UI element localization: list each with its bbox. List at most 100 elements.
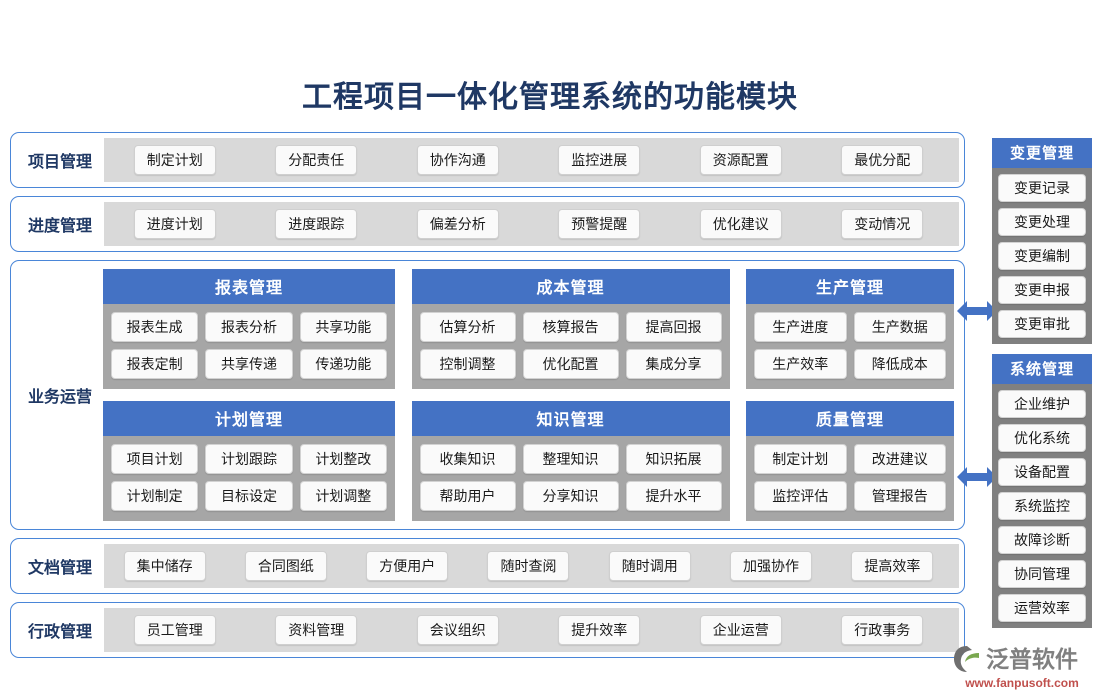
card-chip[interactable]: 估算分析	[419, 312, 516, 342]
card-chip[interactable]: 报表生成	[111, 312, 199, 342]
card-chip[interactable]: 知识拓展	[625, 444, 722, 474]
sidebar-card-title: 变更管理	[992, 138, 1092, 168]
chip[interactable]: 预警提醒	[558, 209, 641, 239]
chip[interactable]: 进度跟踪	[275, 209, 358, 239]
double-arrow-icon-bottom	[957, 464, 997, 490]
band-label: 行政管理	[16, 608, 104, 652]
card-body: 收集知识 整理知识 知识拓展 帮助用户 分享知识 提升水平	[412, 436, 730, 511]
card-chip[interactable]: 降低成本	[853, 349, 946, 379]
card-chip[interactable]: 计划跟踪	[205, 444, 293, 474]
chip[interactable]: 变动情况	[841, 209, 924, 239]
card-chip[interactable]: 报表分析	[205, 312, 293, 342]
card-row: 监控评估 管理报告	[754, 481, 946, 511]
sidebar-card-system-management: 系统管理 企业维护 优化系统 设备配置 系统监控 故障诊断 协同管理 运营效率	[992, 354, 1092, 628]
card-chip[interactable]: 共享功能	[299, 312, 387, 342]
chip[interactable]: 随时查阅	[487, 551, 570, 581]
logo-text: 泛普软件	[986, 645, 1078, 672]
chip[interactable]: 员工管理	[133, 615, 216, 645]
sidebar-item[interactable]: 系统监控	[998, 492, 1086, 520]
card-chip[interactable]: 报表定制	[111, 349, 199, 379]
card-title: 报表管理	[103, 269, 395, 304]
card-chip[interactable]: 计划制定	[111, 481, 199, 511]
sidebar-item[interactable]: 变更编制	[998, 242, 1086, 270]
sidebar-item[interactable]: 设备配置	[998, 458, 1086, 486]
card-row: 报表定制 共享传递 传递功能	[111, 349, 387, 379]
chip[interactable]: 分配责任	[275, 145, 358, 175]
card-production-management: 生产管理 生产进度 生产数据 生产效率 降低成本	[746, 269, 954, 389]
chip[interactable]: 集中储存	[123, 551, 206, 581]
sidebar-item[interactable]: 变更处理	[998, 208, 1086, 236]
chip[interactable]: 提高效率	[851, 551, 934, 581]
card-chip[interactable]: 提升水平	[625, 481, 722, 511]
sidebar-item[interactable]: 变更申报	[998, 276, 1086, 304]
sidebar: 变更管理 变更记录 变更处理 变更编制 变更申报 变更审批 系统管理 企业维护 …	[992, 138, 1092, 638]
chip[interactable]: 资料管理	[275, 615, 358, 645]
card-chip[interactable]: 提高回报	[625, 312, 722, 342]
card-body: 项目计划 计划跟踪 计划整改 计划制定 目标设定 计划调整	[103, 436, 395, 511]
card-chip[interactable]: 制定计划	[754, 444, 847, 474]
page-title: 工程项目一体化管理系统的功能模块	[302, 81, 798, 114]
band-label: 进度管理	[16, 202, 104, 246]
sidebar-item[interactable]: 变更审批	[998, 310, 1086, 338]
card-chip[interactable]: 整理知识	[522, 444, 619, 474]
card-body: 制定计划 改进建议 监控评估 管理报告	[746, 436, 954, 511]
card-row: 项目计划 计划跟踪 计划整改	[111, 444, 387, 474]
card-row: 报表生成 报表分析 共享功能	[111, 312, 387, 342]
card-chip[interactable]: 集成分享	[625, 349, 722, 379]
sidebar-item[interactable]: 企业维护	[998, 390, 1086, 418]
chip[interactable]: 资源配置	[699, 145, 782, 175]
card-chip[interactable]: 分享知识	[522, 481, 619, 511]
card-row: 估算分析 核算报告 提高回报	[419, 312, 722, 342]
card-chip[interactable]: 核算报告	[522, 312, 619, 342]
chip[interactable]: 协作沟通	[416, 145, 499, 175]
chip[interactable]: 合同图纸	[244, 551, 327, 581]
card-chip[interactable]: 优化配置	[522, 349, 619, 379]
sidebar-item[interactable]: 运营效率	[998, 594, 1086, 622]
chip[interactable]: 方便用户	[366, 551, 449, 581]
card-chip[interactable]: 管理报告	[853, 481, 946, 511]
card-chip[interactable]: 目标设定	[205, 481, 293, 511]
card-chip[interactable]: 计划整改	[299, 444, 387, 474]
sidebar-item[interactable]: 变更记录	[998, 174, 1086, 202]
card-chip[interactable]: 共享传递	[205, 349, 293, 379]
chip[interactable]: 提升效率	[558, 615, 641, 645]
chip[interactable]: 加强协作	[730, 551, 813, 581]
chip[interactable]: 偏差分析	[416, 209, 499, 239]
sidebar-item[interactable]: 故障诊断	[998, 526, 1086, 554]
card-title: 成本管理	[411, 269, 730, 304]
card-chip[interactable]: 帮助用户	[419, 481, 516, 511]
chip[interactable]: 最优分配	[841, 145, 924, 175]
card-chip[interactable]: 传递功能	[299, 349, 387, 379]
card-title: 知识管理	[411, 401, 730, 436]
card-chip[interactable]: 生产进度	[754, 312, 847, 342]
chip[interactable]: 优化建议	[699, 209, 782, 239]
card-chip[interactable]: 改进建议	[853, 444, 946, 474]
card-chip[interactable]: 计划调整	[299, 481, 387, 511]
chip[interactable]: 随时调用	[608, 551, 691, 581]
brand-logo: 泛普软件 www.fanpusoft.com	[952, 644, 1092, 694]
card-body: 报表生成 报表分析 共享功能 报表定制 共享传递 传递功能	[103, 304, 395, 379]
sidebar-item[interactable]: 优化系统	[998, 424, 1086, 452]
chip[interactable]: 会议组织	[416, 615, 499, 645]
card-chip[interactable]: 控制调整	[419, 349, 516, 379]
chip[interactable]: 进度计划	[133, 209, 216, 239]
chip[interactable]: 监控进展	[558, 145, 641, 175]
chip[interactable]: 行政事务	[841, 615, 924, 645]
card-chip[interactable]: 生产效率	[754, 349, 847, 379]
chip[interactable]: 制定计划	[133, 145, 216, 175]
card-cost-management: 成本管理 估算分析 核算报告 提高回报 控制调整 优化配置 集成分享	[411, 269, 730, 389]
card-chip[interactable]: 收集知识	[419, 444, 516, 474]
card-chip[interactable]: 生产数据	[853, 312, 946, 342]
card-chip[interactable]: 监控评估	[754, 481, 847, 511]
ops-label: 业务运营	[27, 389, 92, 406]
logo-row: 泛普软件	[952, 644, 1092, 674]
sidebar-item[interactable]: 协同管理	[998, 560, 1086, 588]
card-row: 计划制定 目标设定 计划调整	[111, 481, 387, 511]
card-row: 控制调整 优化配置 集成分享	[419, 349, 722, 379]
chip[interactable]: 企业运营	[699, 615, 782, 645]
card-title: 计划管理	[103, 401, 395, 436]
card-chip[interactable]: 项目计划	[111, 444, 199, 474]
card-row: 收集知识 整理知识 知识拓展	[419, 444, 722, 474]
card-report-management: 报表管理 报表生成 报表分析 共享功能 报表定制 共享传递 传递功能	[103, 269, 395, 389]
